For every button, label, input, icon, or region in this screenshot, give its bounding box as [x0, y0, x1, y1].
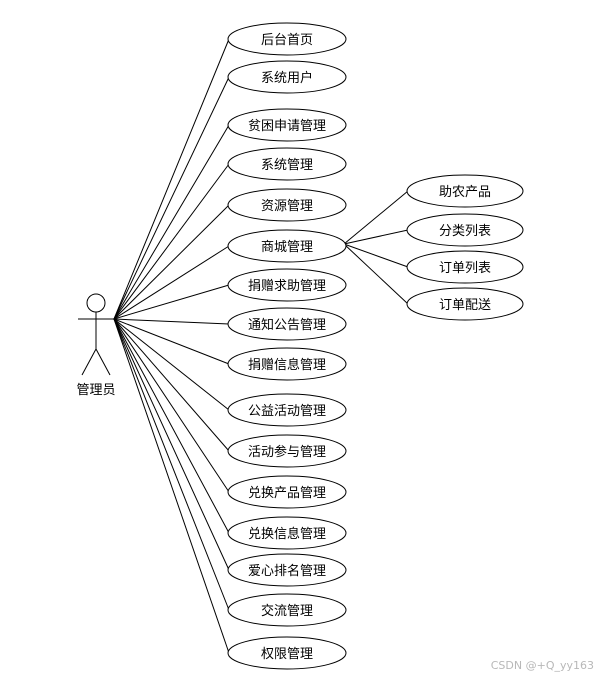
association-uc3	[113, 124, 230, 320]
sub-use-case-oval	[406, 174, 524, 208]
use-case-label: 捐赠信息管理	[248, 357, 326, 373]
actor-right-leg	[95, 348, 111, 376]
sub-use-case-s3[interactable]: 订单列表	[406, 250, 524, 284]
use-case-label: 活动参与管理	[248, 444, 326, 460]
use-case-uc13[interactable]: 兑换信息管理	[227, 516, 347, 550]
use-case-label: 爱心排名管理	[248, 563, 326, 579]
association-uc14	[113, 318, 230, 571]
use-case-oval	[227, 475, 347, 509]
use-case-label: 交流管理	[261, 603, 313, 619]
use-case-uc5[interactable]: 资源管理	[227, 188, 347, 222]
association-s3	[343, 243, 409, 268]
use-case-uc3[interactable]: 贫困申请管理	[227, 108, 347, 142]
sub-use-case-label: 订单配送	[439, 298, 491, 313]
actor-left-leg	[81, 348, 97, 376]
use-case-label: 系统用户	[261, 70, 313, 86]
use-case-label: 商城管理	[261, 240, 313, 255]
use-case-uc14[interactable]: 爱心排名管理	[227, 553, 347, 587]
sub-use-case-oval	[406, 250, 524, 284]
association-uc1	[113, 38, 230, 320]
use-case-oval	[227, 229, 347, 263]
use-case-label: 兑换信息管理	[248, 526, 326, 542]
use-case-uc4[interactable]: 系统管理	[227, 147, 347, 181]
use-case-oval	[227, 147, 347, 181]
use-case-uc15[interactable]: 交流管理	[227, 593, 347, 627]
sub-use-case-label: 订单列表	[439, 261, 491, 276]
use-case-oval	[227, 307, 347, 341]
sub-use-case-s4[interactable]: 订单配送	[406, 287, 524, 321]
use-case-oval	[227, 188, 347, 222]
use-case-uc1[interactable]: 后台首页	[227, 22, 347, 56]
use-case-label: 资源管理	[261, 199, 313, 214]
association-uc4	[113, 163, 230, 320]
use-case-oval	[227, 268, 347, 302]
association-uc2	[113, 76, 230, 320]
sub-use-case-oval	[406, 287, 524, 321]
use-case-uc7[interactable]: 捐赠求助管理	[227, 268, 347, 302]
sub-use-case-label: 助农产品	[439, 185, 491, 200]
use-case-label: 通知公告管理	[248, 317, 326, 333]
use-case-uc9[interactable]: 捐赠信息管理	[227, 347, 347, 381]
use-case-uc11[interactable]: 活动参与管理	[227, 434, 347, 468]
sub-use-case-s1[interactable]: 助农产品	[406, 174, 524, 208]
actor-figure: 管理员	[76, 293, 116, 398]
association-uc16	[113, 318, 230, 654]
association-uc5	[113, 204, 230, 320]
use-case-oval	[227, 347, 347, 381]
association-uc11	[113, 318, 230, 452]
watermark: CSDN @+Q_yy163	[491, 659, 594, 672]
use-case-oval	[227, 593, 347, 627]
use-case-oval	[227, 108, 347, 142]
association-uc12	[113, 318, 230, 493]
use-case-label: 捐赠求助管理	[248, 279, 326, 294]
association-uc8	[113, 318, 230, 325]
use-case-ovals: 后台首页系统用户贫困申请管理系统管理资源管理商城管理捐赠求助管理通知公告管理捐赠…	[227, 22, 524, 670]
use-case-oval	[227, 393, 347, 427]
use-case-uc12[interactable]: 兑换产品管理	[227, 475, 347, 509]
association-s2	[343, 229, 409, 245]
use-case-label: 贫困申请管理	[248, 118, 326, 134]
use-case-label: 公益活动管理	[248, 404, 326, 419]
association-s4	[343, 243, 409, 305]
association-s1	[343, 190, 409, 245]
actor-label: 管理员	[76, 383, 115, 398]
association-uc9	[113, 318, 230, 365]
use-case-uc6[interactable]: 商城管理	[227, 229, 347, 263]
sub-use-case-s2[interactable]: 分类列表	[406, 213, 524, 247]
use-case-label: 兑换产品管理	[248, 486, 326, 501]
use-case-uc8[interactable]: 通知公告管理	[227, 307, 347, 341]
use-case-uc2[interactable]: 系统用户	[227, 60, 347, 94]
sub-use-case-oval	[406, 213, 524, 247]
use-case-oval	[227, 553, 347, 587]
association-uc6	[113, 245, 230, 320]
association-uc10	[113, 318, 230, 411]
use-case-oval	[227, 60, 347, 94]
association-uc13	[113, 318, 230, 534]
use-case-oval	[227, 636, 347, 670]
association-lines	[113, 38, 409, 654]
use-case-oval	[227, 516, 347, 550]
use-case-oval	[227, 434, 347, 468]
actor-head	[86, 293, 106, 313]
association-uc15	[113, 318, 230, 611]
use-case-uc16[interactable]: 权限管理	[227, 636, 347, 670]
use-case-label: 后台首页	[261, 33, 313, 48]
use-case-label: 权限管理	[261, 646, 313, 662]
association-uc7	[113, 284, 230, 320]
use-case-uc10[interactable]: 公益活动管理	[227, 393, 347, 427]
use-case-oval	[227, 22, 347, 56]
use-case-label: 系统管理	[261, 158, 313, 173]
sub-use-case-label: 分类列表	[439, 224, 491, 239]
